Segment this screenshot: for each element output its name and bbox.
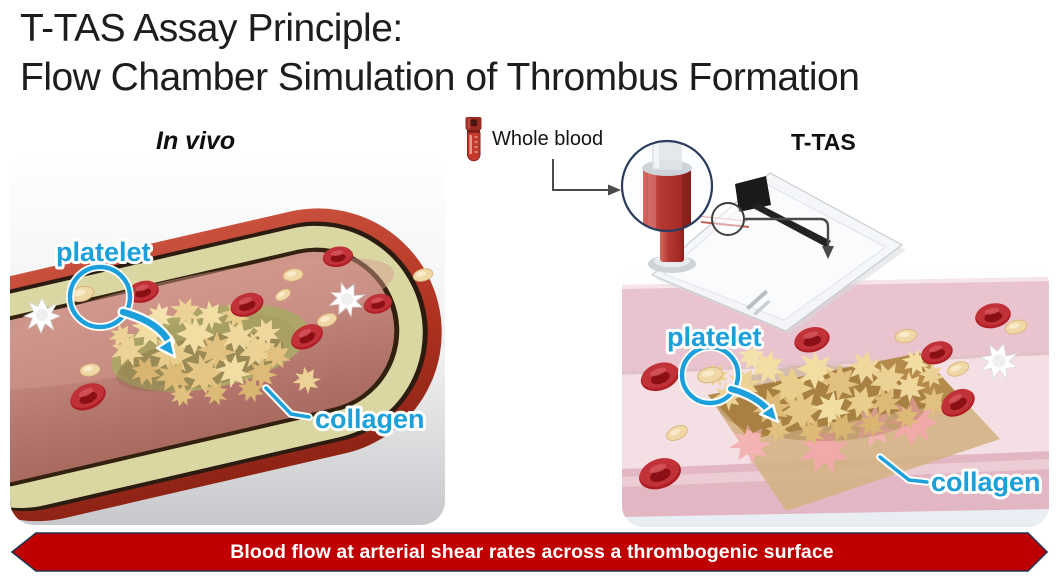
- ttas-illustration: platelet collagen: [622, 263, 1049, 527]
- collagen-pointer-line: [876, 453, 931, 486]
- white-blood-cells: [23, 276, 370, 334]
- ttas-chip-graphic: [648, 172, 906, 334]
- banner-ribbon: [10, 532, 1049, 572]
- slide-title-line1: T-TAS Assay Principle:: [20, 7, 403, 50]
- slide-title-line2: Flow Chamber Simulation of Thrombus Form…: [20, 56, 860, 99]
- banner-text: Blood flow at arterial shear rates acros…: [230, 540, 834, 563]
- collagen-label: collagen: [931, 467, 1041, 497]
- collagen-pointer-line: [262, 384, 313, 421]
- in-vivo-heading: In vivo: [156, 127, 236, 155]
- in-vivo-illustration: platelet collagen: [10, 152, 445, 525]
- magnifier-circle-icon: [620, 139, 714, 233]
- sample-flow-graphic: [465, 117, 906, 334]
- blood-tube-icon: [465, 117, 482, 162]
- ttas-heading: T-TAS: [791, 129, 856, 155]
- white-blood-cell: [975, 338, 1023, 385]
- platelet-curved-arrow: [725, 383, 780, 424]
- platelet-label: platelet: [667, 322, 762, 352]
- whole-blood-label: Whole blood: [492, 128, 604, 150]
- elbow-arrow-icon: [552, 159, 621, 196]
- platelet-label: platelet: [56, 237, 151, 267]
- slide-title: T-TAS Assay Principle: Flow Chamber Simu…: [20, 4, 860, 102]
- down-elbow-arrow-icon: [744, 217, 834, 259]
- collagen-label: collagen: [315, 404, 425, 434]
- platelet-curved-arrow: [117, 306, 177, 359]
